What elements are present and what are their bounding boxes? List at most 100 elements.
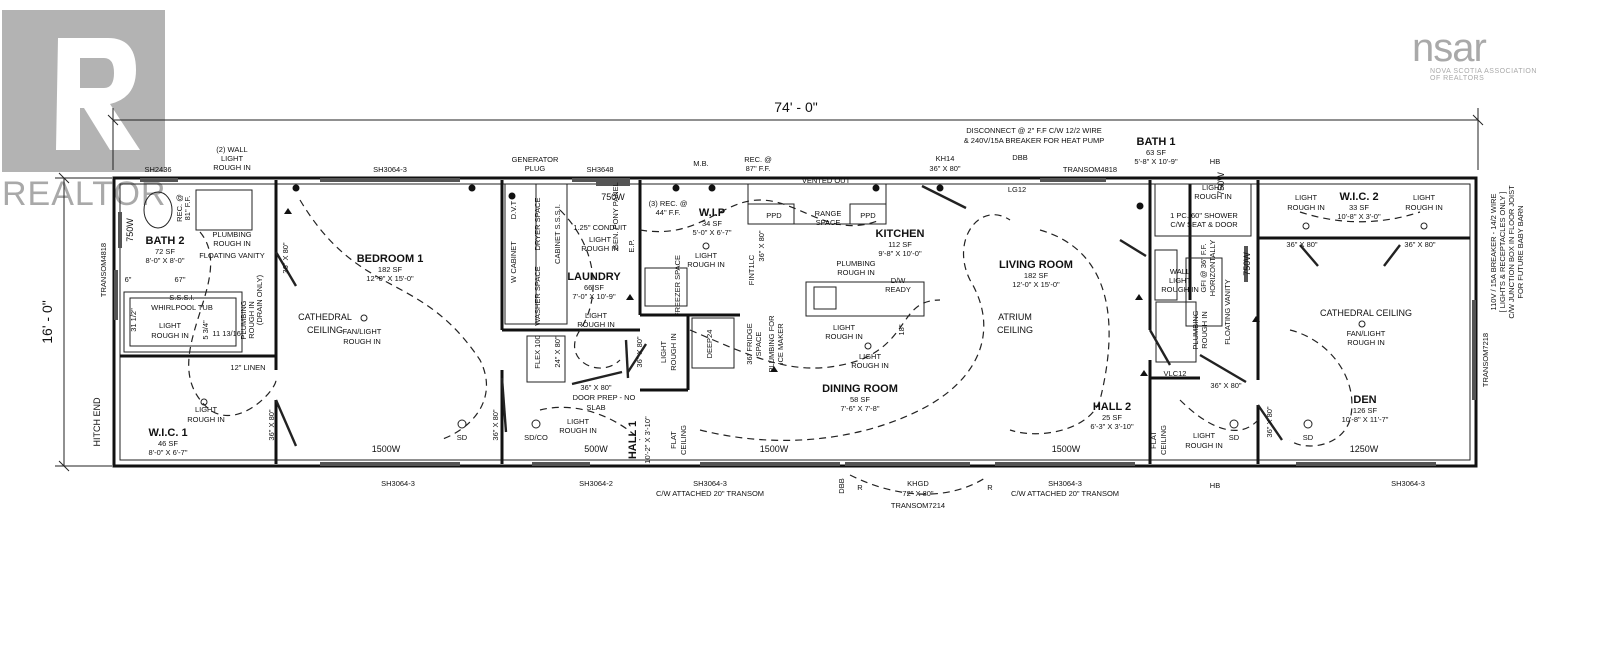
note-dining-light-2: ROUGH IN (851, 361, 889, 370)
room-living-name: LIVING ROOM (999, 259, 1073, 271)
note-dvt: D.V.T (509, 200, 518, 219)
note-wic2-light-l2: ROUGH IN (1287, 203, 1325, 212)
note-laundry-light-2: ROUGH IN (577, 320, 615, 329)
note-plumb-bath2-2: ROUGH IN (213, 239, 251, 248)
window-sh3064-bottom-mid: SH3064-3 (693, 479, 727, 488)
note-conduit-1: LIGHT (589, 235, 612, 244)
room-kitchen: KITCHEN 112 SF 9'-8" X 10'-0" (876, 228, 925, 258)
fixtures (123, 183, 1252, 383)
note-dim-6: 6" (125, 275, 132, 284)
room-wip-name: W.I.P (699, 207, 725, 219)
note-disconnect-1: DISCONNECT @ 2" F.F C/W 12/2 WIRE (966, 126, 1102, 135)
note-dbb-bottom: DBB (837, 478, 846, 493)
note-tub-light-2: ROUGH IN (151, 331, 189, 340)
room-bath2-area: 72 SF (155, 247, 175, 256)
ceiling-flat-left: FLAT (669, 431, 678, 449)
note-two-wall-2: LIGHT (221, 154, 244, 163)
note-range-2: SPACE (816, 218, 841, 227)
note-shower-2: C/W SEAT & DOOR (1170, 220, 1238, 229)
note-fridge-1: 36" FRIDGE (745, 323, 754, 364)
note-rec44-1: (3) REC. @ (649, 199, 688, 208)
note-fan-light-1: FAN/LIGHT (343, 327, 382, 336)
note-dw-1: D/W (891, 276, 907, 285)
note-wall-light-3: ROUGH IN (1161, 285, 1199, 294)
room-bedroom1-area: 182 SF (378, 265, 403, 274)
note-fridge-2: SPACE (754, 332, 763, 357)
room-dining-size: 7'-6" X 7'-8" (840, 404, 879, 413)
note-range-1: RANGE (815, 209, 842, 218)
note-fan-light-2: ROUGH IN (343, 337, 381, 346)
room-bath2-name: BATH 2 (146, 235, 185, 247)
note-island-plumb-1: PLUMBING (836, 259, 875, 268)
note-ppd-2: PPD (860, 211, 876, 220)
window-sh3648: SH3648 (586, 165, 613, 174)
note-wic2-light-l1: LIGHT (1295, 193, 1318, 202)
note-bath1-light-2: ROUGH IN (1194, 192, 1232, 201)
note-tub-2: WHIRLPOOL TUB (151, 303, 213, 312)
note-plumb-drain-1: PLUMBING (239, 300, 248, 339)
note-gen-panel: GEN. PONY PANEL (611, 182, 620, 250)
room-bath1-name: BATH 1 (1137, 136, 1176, 148)
note-plumb-bath1-2: ROUGH IN (1200, 311, 1209, 349)
note-hall-light-2: ROUGH IN (669, 333, 678, 371)
heater-dining: 1500W (760, 444, 789, 454)
note-kitchen-light-1: LIGHT (833, 323, 856, 332)
note-door-36-c: 36" X 80" (491, 409, 500, 441)
note-breaker-1: 110V / 15A BREAKER - 14/2 WIRE (1489, 194, 1498, 311)
ceiling-flat-left-2: CEILING (679, 425, 688, 455)
note-kitchen-light-2: ROUGH IN (825, 332, 863, 341)
dimension-lines (55, 108, 1484, 472)
note-flex-1: FLEX 100 (533, 335, 542, 368)
door-khgd-size: 72" X 80" (902, 489, 934, 498)
room-hall1-size: 10'-2" X 3'-10" (643, 416, 652, 464)
nsar-tagline-2: OF REALTORS (1430, 75, 1485, 82)
receptacle-symbols (200, 184, 1428, 429)
room-bath1-size: 5'-8" X 10'-9" (1134, 157, 1178, 166)
note-dim-31: 31 1/2" (129, 308, 138, 332)
note-wic1-light-1: LIGHT (195, 405, 218, 414)
note-rec87-1: REC. @ (744, 155, 772, 164)
note-washer: WASHER SPACE (533, 266, 542, 326)
realtor-wordmark: REALTOR (2, 175, 167, 213)
electrical-wiring (188, 199, 1421, 495)
note-plumb-drain-3: (DRAIN ONLY) (255, 274, 264, 325)
note-r-1: R (857, 483, 863, 492)
hose-bib-bottom: HB (1210, 481, 1220, 490)
note-tub-light-1: LIGHT (159, 321, 182, 330)
note-dim-53: 5 3/4" (201, 320, 210, 340)
nsar-logo: nsar NOVA SCOTIA ASSOCIATION OF REALTORS (1412, 28, 1592, 82)
note-breaker-4: FOR FUTURE BABY BARN (1516, 205, 1525, 298)
room-wic2-area: 33 SF (1349, 203, 1369, 212)
room-laundry: LAUNDRY 66 SF 7'-0" X 10'-9" (567, 271, 621, 301)
heater-living: 1500W (1052, 444, 1081, 454)
room-bath1: BATH 1 63 SF 5'-8" X 10'-9" (1134, 136, 1178, 166)
note-wall-light-2: LIGHT (1169, 276, 1192, 285)
interior-walls (120, 180, 1470, 464)
note-den-fan-2: ROUGH IN (1347, 338, 1385, 347)
heater-hall: 500W (584, 444, 608, 454)
doors (274, 184, 1401, 447)
heater-bars (118, 182, 1248, 282)
room-hall2-area: 25 SF (1102, 413, 1122, 422)
note-dim-11: 11 13/16" (212, 329, 244, 338)
note-dim-18: 18" (897, 324, 906, 335)
room-den-name: DEN (1353, 394, 1376, 406)
realtor-logo (0, 0, 180, 215)
note-rec81-2: 81" F.F. (183, 196, 192, 221)
note-sd-3: SD (1303, 433, 1314, 442)
window-transom4818-top: TRANSOM4818 (1063, 165, 1117, 174)
note-generator-1: GENERATOR (512, 155, 559, 164)
note-conduit-3: 1.25" CONDUIT (573, 223, 627, 232)
room-kitchen-size: 9'-8" X 10'-0" (878, 249, 922, 258)
note-island-plumb-2: ROUGH IN (837, 268, 875, 277)
note-door-36-e: 36" X 80" (1286, 240, 1318, 249)
note-dbb-top: DBB (1012, 153, 1027, 162)
note-door-36-a: 36" X 80" (281, 242, 290, 274)
room-wic2-name: W.I.C. 2 (1339, 191, 1378, 203)
room-bath1-area: 63 SF (1146, 148, 1166, 157)
door-khgd: KHGD (907, 479, 929, 488)
note-vented: VENTED OUT (802, 176, 851, 185)
note-door-prep-3: SLAB (586, 403, 605, 412)
note-door-prep-2: DOOR PREP - NO (573, 393, 636, 402)
windows (114, 178, 1476, 466)
